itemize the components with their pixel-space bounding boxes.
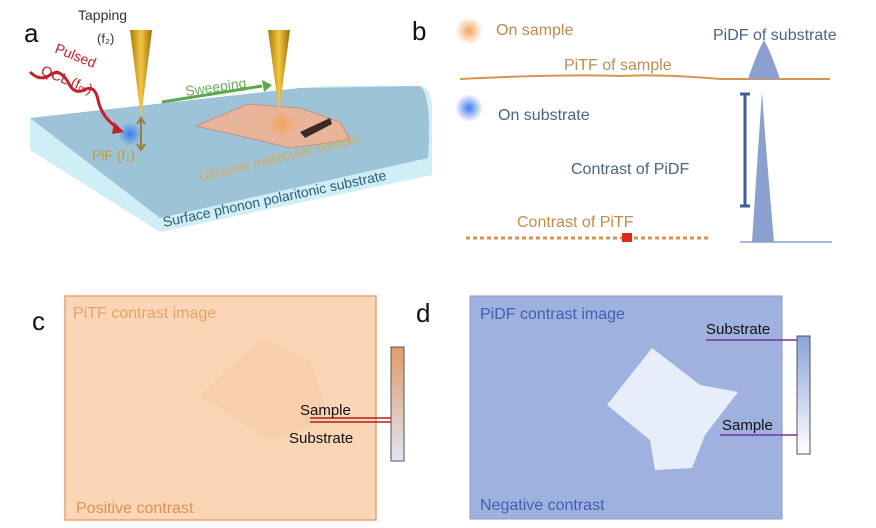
pitf-sample-label: PiTF of sample bbox=[564, 57, 672, 74]
color-bar bbox=[390, 346, 405, 462]
pitf-sample-trace bbox=[459, 74, 830, 80]
pulsed-label: Pulsed bbox=[53, 40, 99, 71]
contrast-bar-icon bbox=[740, 92, 750, 208]
afm-tip-icon bbox=[268, 30, 290, 112]
sample-marker-label: Sample bbox=[722, 417, 773, 434]
substrate-glow-icon bbox=[118, 122, 142, 146]
substrate-marker-label: Substrate bbox=[289, 430, 353, 447]
image-footer: Positive contrast bbox=[76, 500, 194, 517]
sample-glow-icon bbox=[455, 17, 483, 45]
tapping-arrow-icon bbox=[136, 116, 146, 152]
substrate-marker-label: Substrate bbox=[706, 321, 770, 338]
sample-shape bbox=[607, 348, 738, 470]
contrast-pitf-label: Contrast of PiTF bbox=[517, 214, 634, 231]
panel-c: c PiTF contrast image Positive contrast … bbox=[32, 295, 405, 521]
laser-wave-icon bbox=[28, 70, 119, 130]
image-title: PiDF contrast image bbox=[480, 306, 625, 323]
panel-a: a Tapping (f₂) Pulsed QCL (fₘ) Sweeping … bbox=[24, 7, 432, 232]
tapping-label: Tapping bbox=[78, 7, 127, 23]
sample-shape bbox=[200, 338, 330, 440]
laser-arrowhead-icon bbox=[112, 122, 124, 134]
on-substrate-label: On substrate bbox=[498, 107, 590, 124]
contrast-pidf-label: Contrast of PiDF bbox=[571, 161, 689, 178]
panel-label-d: d bbox=[416, 298, 430, 328]
panel-label-a: a bbox=[24, 18, 39, 48]
afm-tip-icon bbox=[130, 30, 152, 118]
sample-glow-icon bbox=[268, 110, 296, 138]
panel-label-c: c bbox=[32, 306, 45, 336]
sweeping-arrow-icon bbox=[161, 84, 263, 104]
image-footer: Negative contrast bbox=[480, 497, 605, 514]
pif-label: PiF (f₁) bbox=[92, 147, 135, 163]
sweeping-arrowhead-icon bbox=[262, 80, 272, 92]
color-bar bbox=[796, 335, 811, 455]
sample-marker-label: Sample bbox=[300, 402, 351, 419]
sample-flake-edge bbox=[300, 118, 332, 138]
panel-label-b: b bbox=[412, 16, 426, 46]
substrate-glow-icon bbox=[455, 94, 483, 122]
panel-d: d PiDF contrast image Negative contrast … bbox=[416, 295, 811, 520]
tapping-freq-label: (f₂) bbox=[97, 31, 114, 46]
panel-b: b On sample PiDF of substrate PiTF of sa… bbox=[412, 16, 837, 243]
image-title: PiTF contrast image bbox=[73, 305, 216, 322]
on-sample-label: On sample bbox=[496, 22, 573, 39]
pidf-contrast-peak bbox=[752, 92, 774, 242]
pidf-substrate-label: PiDF of substrate bbox=[713, 27, 837, 44]
sample-marker-line bbox=[310, 417, 391, 423]
contrast-marker-icon bbox=[622, 233, 632, 242]
pidf-substrate-peak bbox=[748, 40, 780, 79]
substrate-slab-top bbox=[30, 86, 429, 218]
